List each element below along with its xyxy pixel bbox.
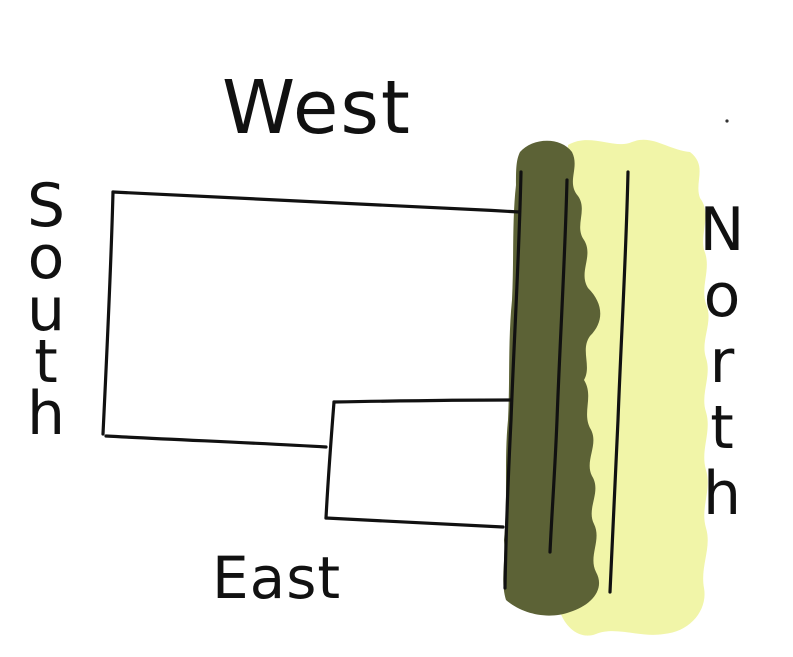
left-vertical-line xyxy=(101,190,115,436)
light-green-band xyxy=(560,139,709,636)
bottom-branch-line xyxy=(104,434,328,449)
dark-green-band xyxy=(503,140,601,616)
top-branch-line xyxy=(111,190,521,214)
sub-bracket-top xyxy=(332,398,512,404)
label-west: West xyxy=(222,65,412,151)
vertical-line-right xyxy=(608,170,630,594)
sub-bracket-vertical xyxy=(324,400,336,520)
vertical-line-middle xyxy=(548,178,569,554)
vertical-line-left xyxy=(503,170,523,590)
label-east: East xyxy=(212,544,341,612)
sub-bracket-bottom xyxy=(324,516,505,529)
stray-dot xyxy=(725,119,729,123)
